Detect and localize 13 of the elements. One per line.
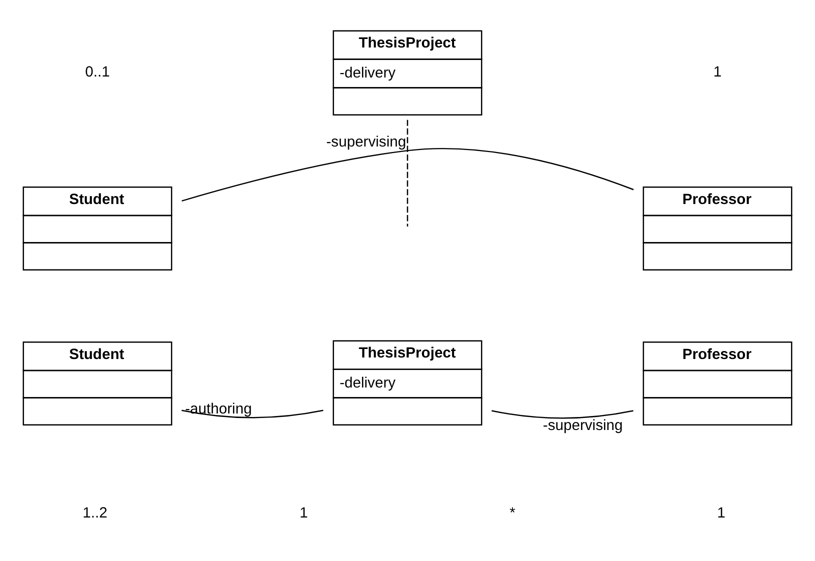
- edge-label: -authoring: [185, 400, 252, 417]
- connector: [182, 409, 324, 418]
- label: 1..2: [82, 505, 108, 522]
- label: 1: [300, 505, 308, 522]
- label: 1: [713, 64, 722, 80]
- label: 1: [717, 505, 726, 522]
- connector: [182, 148, 634, 201]
- label: *: [510, 505, 516, 522]
- label: 0..1: [85, 64, 110, 80]
- connector: [492, 410, 634, 418]
- connector: [406, 119, 408, 226]
- edge-label: -supervising: [542, 417, 623, 434]
- edge-label: -supervising: [326, 134, 406, 150]
